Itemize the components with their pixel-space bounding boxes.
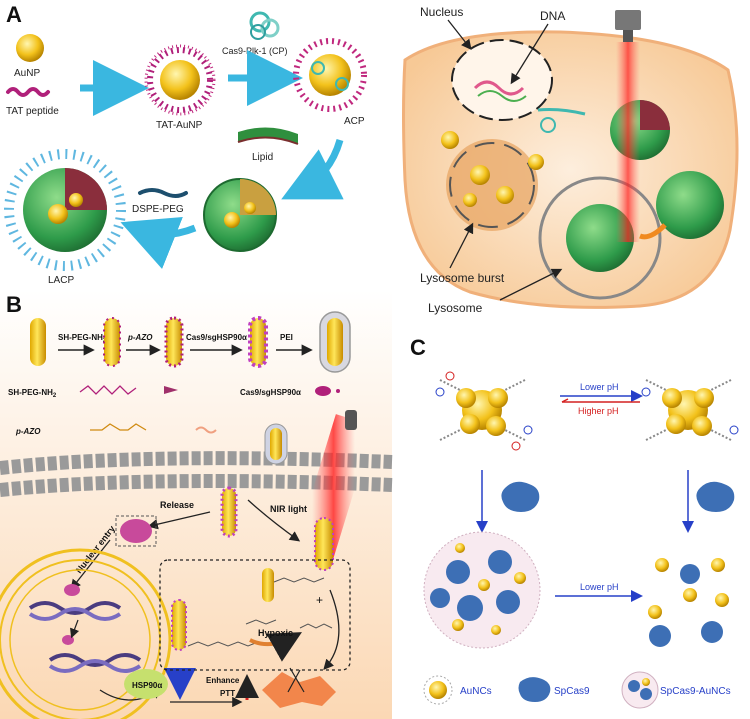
lower-ph-label-2: Lower pH bbox=[580, 582, 619, 592]
cp-label: Cas9-Plk-1 (CP) bbox=[222, 46, 288, 56]
lysosome-burst-label: Lysosome burst bbox=[420, 271, 505, 285]
legend-cas9: Cas9/sgHSP90α bbox=[240, 388, 301, 397]
lysosome-membrane bbox=[538, 176, 662, 300]
nucleus-envelope-b bbox=[0, 548, 172, 719]
spcas9-aunc-assembly bbox=[423, 531, 541, 649]
svg-text:+: + bbox=[316, 593, 323, 607]
release-label: Release bbox=[160, 500, 194, 510]
lacp-particle bbox=[4, 149, 126, 271]
acp-particle bbox=[293, 38, 367, 112]
legend-spcas9-aunc-icon bbox=[621, 671, 659, 709]
arrow-a4 bbox=[120, 216, 197, 269]
aunc-cluster-right bbox=[641, 379, 739, 441]
nanorod-cas9 bbox=[248, 316, 268, 368]
nanorod-cleaved bbox=[262, 568, 274, 602]
panel-a: A AuNP TAT peptide TAT-AuNP Cas9-Plk-1 (… bbox=[4, 2, 739, 315]
spcas9-left bbox=[501, 481, 540, 512]
lipid-label: Lipid bbox=[252, 152, 273, 163]
panel-c-letter: C bbox=[410, 335, 426, 360]
aunc-cluster-left bbox=[435, 371, 533, 451]
tat-aunp-label: TAT-AuNP bbox=[156, 120, 203, 131]
cas9-step-label: Cas9/sgHSP90α bbox=[186, 333, 247, 342]
acp-label: ACP bbox=[344, 116, 365, 127]
panel-a-letter: A bbox=[6, 2, 22, 27]
nanorod-peg bbox=[103, 317, 121, 367]
legend-aunc-icon bbox=[429, 681, 447, 699]
cell-illustration bbox=[402, 10, 739, 309]
nir-laser-head bbox=[345, 410, 357, 430]
nanorod-hypoxic bbox=[171, 599, 187, 651]
pei-step-label: PEI bbox=[280, 333, 293, 342]
higher-ph-label: Higher pH bbox=[578, 406, 619, 416]
dna-strand bbox=[473, 80, 525, 96]
hsp90-protein bbox=[124, 669, 168, 699]
hypoxic-arrow bbox=[249, 632, 302, 662]
lacp-label: LACP bbox=[48, 275, 74, 286]
nanorod-pei bbox=[327, 318, 343, 366]
legend-sh-peg: SH-PEG-NH2 bbox=[8, 388, 57, 399]
arrow-a3 bbox=[281, 138, 344, 200]
legend-aunc-label: AuNCs bbox=[460, 686, 492, 697]
enhance-label: Enhance bbox=[206, 676, 240, 685]
tat-peptide-label: TAT peptide bbox=[6, 106, 59, 117]
laser-beam bbox=[616, 42, 640, 242]
lacp-entering bbox=[656, 171, 724, 239]
dspe-peg-chain bbox=[138, 188, 188, 198]
nanorod-azo bbox=[164, 316, 184, 368]
p-azo-step-label: p-AZO bbox=[127, 333, 153, 342]
hsp90-label: HSP90α bbox=[132, 681, 162, 690]
tat-peptide-chain bbox=[6, 87, 50, 97]
spcas9-right bbox=[696, 481, 735, 512]
nanorod-released bbox=[220, 486, 238, 538]
hypoxic-label: Hypoxic bbox=[258, 628, 293, 638]
aunp-particle bbox=[16, 34, 44, 62]
tumor-cell-debris bbox=[262, 667, 336, 708]
panel-c: C Lower pH Higher pH bbox=[410, 335, 739, 709]
legend-spcas9-icon bbox=[518, 677, 551, 702]
legend-spcas9-aunc-label: SpCas9-AuNCs bbox=[660, 686, 731, 697]
lysosome-burst-area bbox=[446, 139, 538, 231]
dspe-peg-label: DSPE-PEG bbox=[132, 204, 184, 215]
dna-helix bbox=[28, 584, 142, 673]
tat-aunp-particle bbox=[144, 44, 216, 116]
nucleus-label: Nucleus bbox=[420, 5, 463, 19]
panel-b-letter: B bbox=[6, 292, 22, 317]
legend-spcas9-label: SpCas9 bbox=[554, 686, 590, 697]
cas9-plk1-complex bbox=[249, 11, 280, 40]
nir-light-label: NIR light bbox=[270, 504, 307, 514]
disassembled-components bbox=[648, 558, 729, 647]
p-azo-structure bbox=[90, 423, 147, 431]
cas9-protein bbox=[120, 519, 152, 543]
lower-ph-label: Lower pH bbox=[580, 382, 619, 392]
gold-nanorod-bare bbox=[30, 318, 46, 366]
panel-b: B SH-PEG-NH2 p-AZO Cas9/sgHSP90α PEI SH-… bbox=[0, 290, 393, 719]
dna-label: DNA bbox=[540, 9, 565, 23]
lipid-bilayer-sheet bbox=[237, 127, 299, 145]
lysosome-label: Lysosome bbox=[428, 301, 483, 315]
ptt-label: PTT bbox=[220, 689, 235, 698]
laser-device bbox=[615, 10, 641, 30]
legend-p-azo: p-AZO bbox=[15, 427, 41, 436]
nanorod-irradiated bbox=[314, 517, 334, 571]
aunp-label: AuNP bbox=[14, 68, 40, 79]
sh-peg-structure bbox=[79, 385, 137, 395]
lipid-coated-acp bbox=[203, 178, 277, 252]
cas9-icon bbox=[315, 386, 331, 396]
reaction-box bbox=[159, 559, 351, 671]
nucleus-envelope bbox=[451, 39, 553, 121]
